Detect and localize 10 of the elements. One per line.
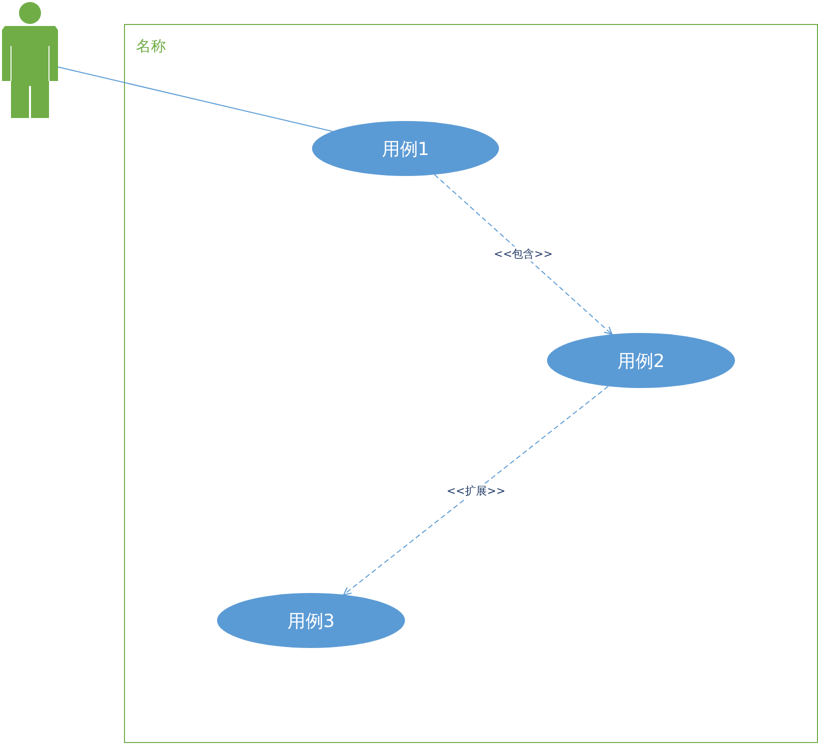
dashed-arrow [434, 174, 612, 335]
boundary-title: 名称 [136, 37, 166, 56]
connector-line [58, 66, 333, 132]
dashed-arrow [343, 386, 609, 596]
system-boundary [124, 24, 818, 743]
edge-label: <<包含>> [492, 246, 554, 262]
use-case-name: 用例2 [617, 350, 665, 372]
use-case-name: 用例3 [287, 610, 335, 632]
use-case-name: 用例1 [382, 138, 430, 160]
edge-label: <<扩展>> [446, 483, 506, 498]
